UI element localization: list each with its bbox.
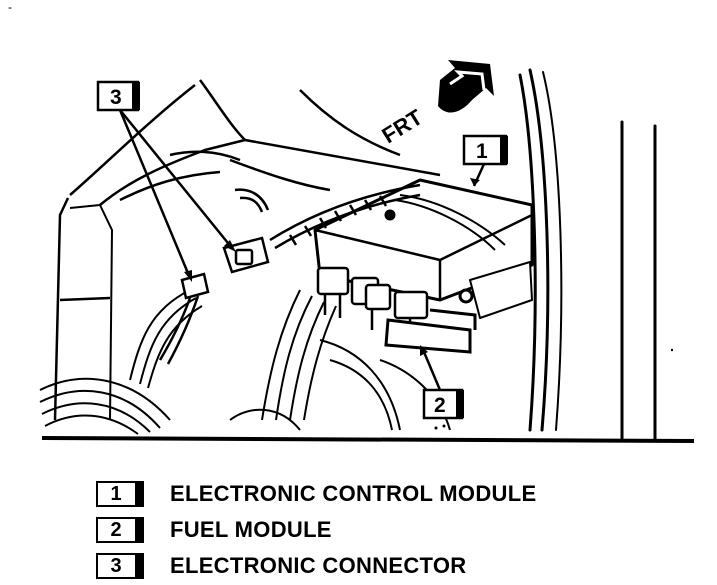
forward-direction-label: FRT <box>377 104 427 148</box>
callout-2: 2 <box>420 345 464 420</box>
legend-number: 3 <box>110 554 122 577</box>
hose-bundle <box>39 289 203 435</box>
ecm-module <box>313 178 534 319</box>
body-pillars <box>518 68 657 442</box>
ground-line <box>41 436 695 443</box>
callout-1: 1 <box>462 134 508 187</box>
legend-label: FUEL MODULE <box>170 517 332 542</box>
legend-number: 2 <box>110 518 122 541</box>
callout-2-number: 2 <box>434 394 446 417</box>
legend-row: 2 FUEL MODULE <box>96 513 536 547</box>
electronic-connectors <box>158 236 270 365</box>
engine-block <box>53 79 441 421</box>
ecm-connectors <box>316 266 429 338</box>
small-marks <box>434 348 674 430</box>
legend-number: 1 <box>110 482 122 505</box>
legend-number-box: 1 <box>96 481 144 507</box>
callout-3: 3 <box>96 80 236 282</box>
legend-number-box: 3 <box>96 553 144 579</box>
legend-number-box: 2 <box>96 517 144 543</box>
harness-cable <box>234 183 421 250</box>
corner-mark: - <box>8 0 12 14</box>
legend-row: 3 ELECTRONIC CONNECTOR <box>96 549 536 583</box>
legend: 1 ELECTRONIC CONTROL MODULE 2 FUEL MODUL… <box>96 477 536 585</box>
legend-label: ELECTRONIC CONNECTOR <box>170 553 467 578</box>
fuel-module <box>384 308 477 354</box>
callout-3-number: 3 <box>110 86 122 109</box>
callout-1-number: 1 <box>476 140 488 163</box>
legend-row: 1 ELECTRONIC CONTROL MODULE <box>96 477 536 511</box>
legend-label: ELECTRONIC CONTROL MODULE <box>170 481 537 506</box>
engine-compartment-illustration: FRT 1 2 3 <box>39 60 695 443</box>
